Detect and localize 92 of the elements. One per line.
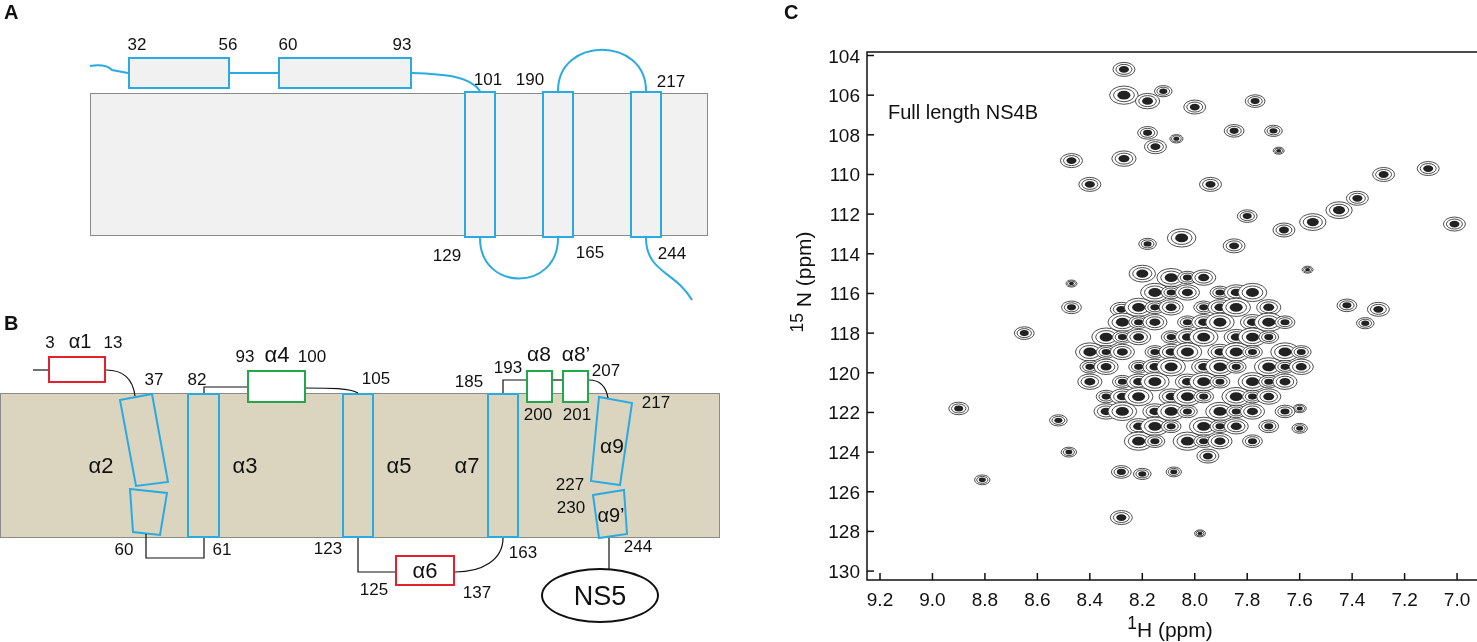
residue-number: 32 [127, 35, 147, 53]
axis-tick-label: 110 [829, 164, 860, 184]
axis-tick-label: 126 [828, 482, 860, 502]
axis-tick-label: 9.2 [866, 589, 894, 609]
panel-letter: B [4, 313, 19, 333]
connector-line [357, 537, 396, 573]
connector-line [145, 533, 205, 559]
residue-number: 125 [359, 580, 389, 598]
axis-tick-label: 118 [829, 323, 860, 343]
loop-line [89, 64, 129, 74]
helix-label: α3 [232, 455, 258, 477]
axis-tick-label: 114 [829, 244, 860, 264]
helix-label: α6 [412, 560, 438, 582]
residue-number: 61 [212, 540, 232, 558]
residue-number: 3 [45, 333, 55, 351]
axis-title: $^{1}$H (ppm) [1127, 614, 1213, 640]
axis-tick-label: 112 [829, 204, 860, 224]
connector-line [105, 369, 136, 397]
residue-number: 101 [473, 70, 503, 88]
panel-letter: A [4, 2, 19, 22]
residue-number: 100 [297, 347, 327, 365]
axis-tick-label: 7.2 [1391, 589, 1418, 609]
protein-label: NS5 [573, 582, 627, 610]
helix-label: α9’ [597, 505, 625, 525]
helix-label: α5 [386, 455, 412, 477]
panel-letter: C [784, 2, 799, 22]
residue-number: 244 [623, 537, 653, 555]
residue-number: 217 [641, 393, 671, 411]
connector-line [502, 379, 527, 394]
residue-number: 163 [508, 543, 538, 561]
residue-number: 93 [235, 347, 255, 365]
residue-number: 105 [361, 369, 391, 387]
residue-number: 193 [493, 358, 523, 376]
axis-tick-label: 9.0 [919, 589, 946, 609]
helix-label: α9 [600, 434, 624, 456]
axis-tick-label: 8.0 [1181, 589, 1208, 609]
residue-number: 129 [432, 246, 462, 264]
residue-number: 123 [313, 539, 343, 557]
axis-tick-label: 124 [828, 442, 860, 462]
loop-line [479, 237, 559, 280]
axis-tick-label: 7.4 [1338, 589, 1366, 609]
axis-tick-label: 7.6 [1286, 589, 1313, 609]
residue-number: 230 [556, 498, 586, 516]
axis-tick-label: 8.4 [1076, 589, 1104, 609]
residue-number: 60 [114, 540, 134, 558]
loop-line [229, 72, 279, 74]
axis-tick-label: 108 [828, 125, 860, 145]
residue-number: 82 [187, 370, 207, 388]
axis-tick-label: 8.8 [971, 589, 999, 609]
residue-number: 56 [218, 35, 238, 53]
residue-number: 60 [278, 35, 298, 53]
helix-label: α2 [88, 455, 114, 477]
axis-tick-label: 106 [828, 85, 860, 105]
axis-tick-label: 8.2 [1129, 589, 1156, 609]
helix-label: α8 [527, 342, 551, 364]
residue-number: 13 [103, 333, 123, 351]
connector-line [32, 369, 49, 371]
axis-tick-label: 116 [829, 283, 860, 303]
residue-number: 137 [462, 583, 492, 601]
residue-number: 200 [523, 405, 553, 423]
residue-number: 227 [555, 475, 585, 493]
axis-tick-label: 120 [828, 363, 860, 383]
axis-tick-label: 128 [828, 521, 860, 541]
connector-line [203, 386, 248, 394]
residue-number: 207 [591, 361, 621, 379]
connector-line [305, 387, 359, 394]
loop-line [645, 237, 693, 301]
residue-number: 185 [454, 372, 484, 390]
residue-number: 37 [144, 370, 164, 388]
helix-label: α4 [264, 344, 290, 366]
axis-tick-label: 7.8 [1234, 589, 1261, 609]
residue-number: 201 [562, 405, 592, 423]
residue-number: 190 [515, 70, 545, 88]
connector-line [552, 379, 563, 381]
axis-tick-label: 122 [828, 402, 860, 422]
axis-tick-label: 104 [828, 46, 860, 65]
axis-tick-label: 7.0 [1443, 589, 1471, 609]
helix-label: α7 [454, 455, 480, 477]
connector-line [454, 537, 504, 573]
residue-number: 244 [657, 244, 687, 262]
connector-line [608, 537, 610, 570]
residue-number: 93 [392, 35, 412, 53]
axis-tick-label: 8.6 [1024, 589, 1051, 609]
loop-line [557, 48, 647, 92]
connector-line [588, 379, 609, 399]
plot-annotation: Full length NS4B [888, 102, 1039, 122]
residue-number: 165 [575, 243, 605, 261]
residue-number: 217 [656, 72, 686, 90]
loop-line [411, 72, 481, 92]
helix-label: α1 [68, 331, 92, 351]
helix-label: α8’ [561, 342, 591, 364]
axis-tick-label: 130 [828, 561, 860, 581]
